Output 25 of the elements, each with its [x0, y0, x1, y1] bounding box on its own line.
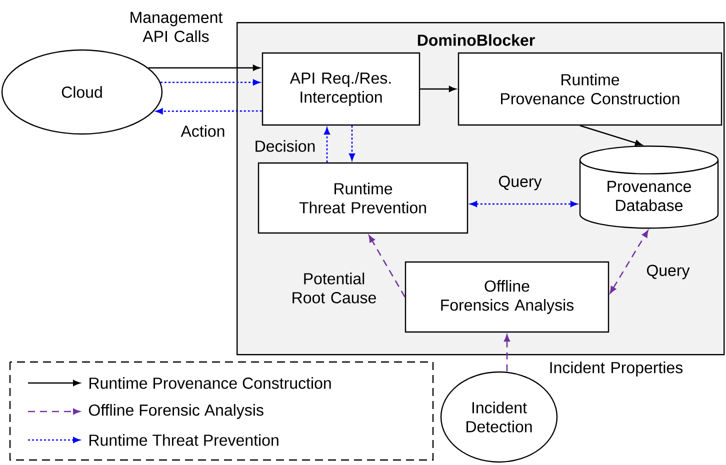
process-box: API Req./Res. Interception [262, 52, 420, 126]
arrow [349, 126, 355, 160]
arrow [470, 201, 578, 207]
process-box: Runtime Threat Prevention [258, 162, 468, 234]
arrow [580, 124, 642, 146]
process-box: Runtime Provenance Construction [458, 52, 722, 126]
arrow [148, 64, 260, 71]
edge-label: Management API Calls [130, 12, 223, 42]
arrow [610, 230, 648, 294]
legend-label: Runtime Provenance Construction [90, 377, 331, 389]
legend-label: Runtime Threat Prevention [90, 434, 278, 446]
arrow [504, 334, 510, 372]
arrow [160, 79, 260, 86]
legend-label: Offline Forensic Analysis [88, 404, 264, 419]
database-cylinder: Provenance Database [579, 146, 719, 229]
edge-label: Query [646, 264, 690, 280]
process-box: Offline Forensics Analysis [404, 261, 610, 333]
edge-label: Action [180, 125, 224, 137]
edge-label: Query [498, 176, 542, 190]
arrow [420, 86, 456, 92]
arrow [156, 108, 262, 114]
edge-label: Decision [256, 140, 315, 152]
arrow [324, 128, 330, 162]
edge-label: Potential Root Cause [292, 272, 376, 304]
arrow [368, 235, 406, 298]
